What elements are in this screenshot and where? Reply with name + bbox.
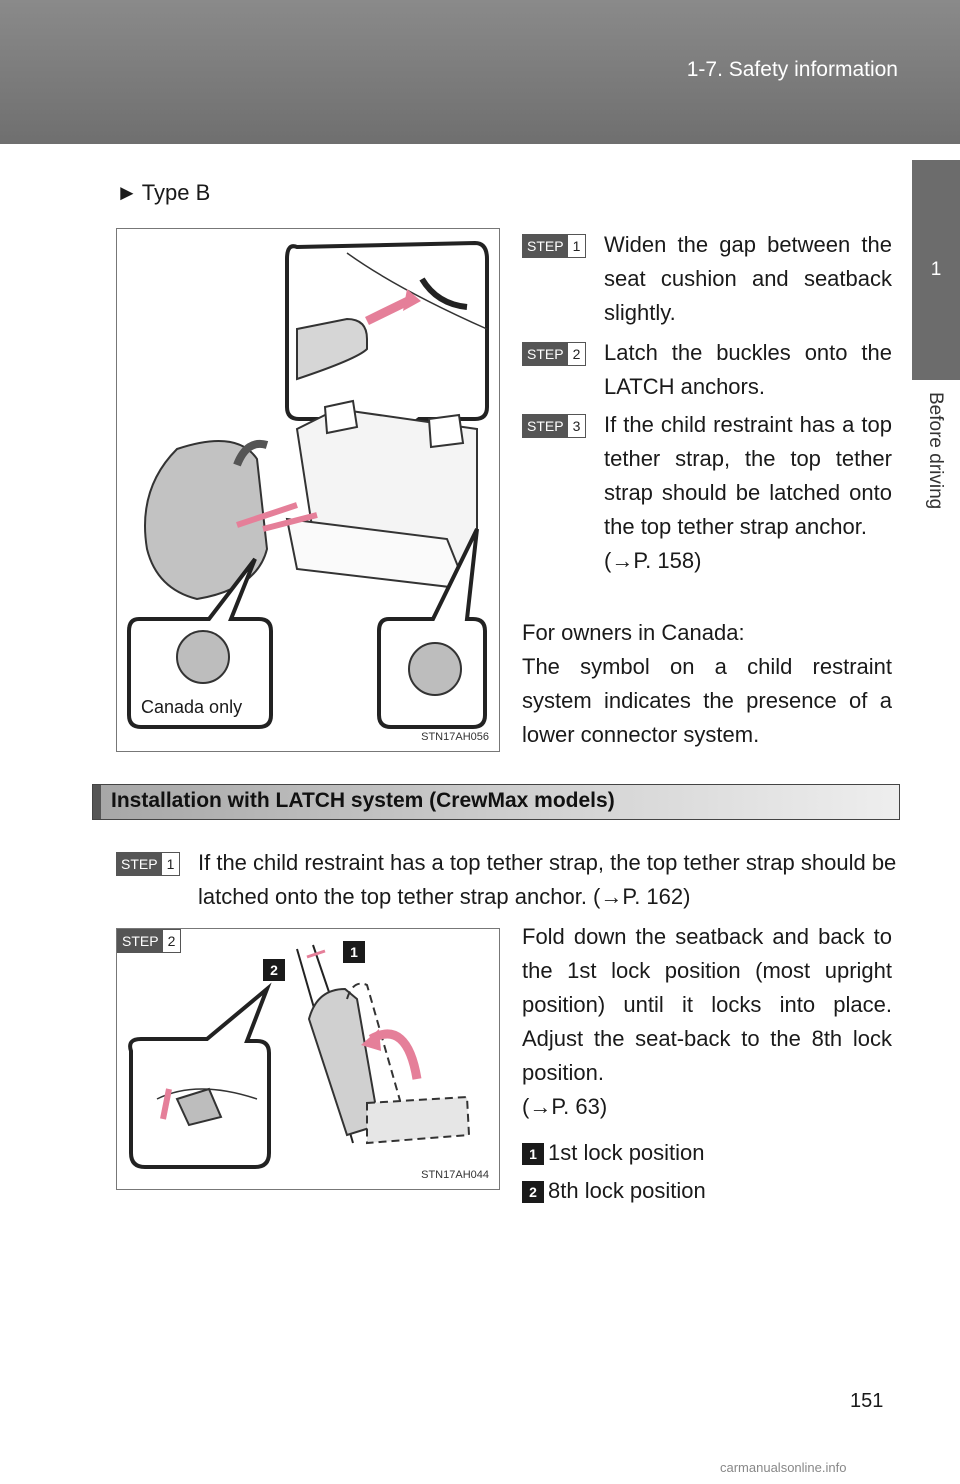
illustration-type-b: Canada only STN17AH056 bbox=[116, 228, 500, 752]
page-reference: (→P. 63) bbox=[522, 1094, 608, 1119]
chapter-label: Before driving bbox=[925, 392, 946, 510]
page-reference: (→P. 158) bbox=[604, 548, 702, 573]
canada-only-label: Canada only bbox=[141, 697, 243, 717]
marker-1: 1 bbox=[343, 941, 365, 963]
watermark: carmanualsonline.info bbox=[720, 1460, 847, 1475]
section-heading: Installation with LATCH system (CrewMax … bbox=[92, 784, 900, 820]
page-number: 151 bbox=[850, 1390, 884, 1412]
seat-illustration bbox=[127, 240, 489, 729]
figure-id: STN17AH056 bbox=[421, 731, 489, 743]
figure-id: STN17AH044 bbox=[421, 1169, 489, 1181]
type-heading: ►Type B bbox=[116, 180, 211, 205]
crewmax-step-2: Fold down the seatback and back to the 1… bbox=[522, 924, 892, 1119]
canada-note: For owners in Canada: The symbol on a ch… bbox=[522, 620, 892, 747]
page-header: 1-7. Safety information bbox=[0, 0, 960, 144]
seatback-illustration bbox=[128, 944, 471, 1169]
marker-2: 2 bbox=[263, 959, 285, 981]
chapter-tab: 1 bbox=[912, 160, 960, 380]
triangle-right-icon: ► bbox=[116, 180, 138, 205]
section-title: 1-7. Safety information bbox=[686, 58, 898, 81]
